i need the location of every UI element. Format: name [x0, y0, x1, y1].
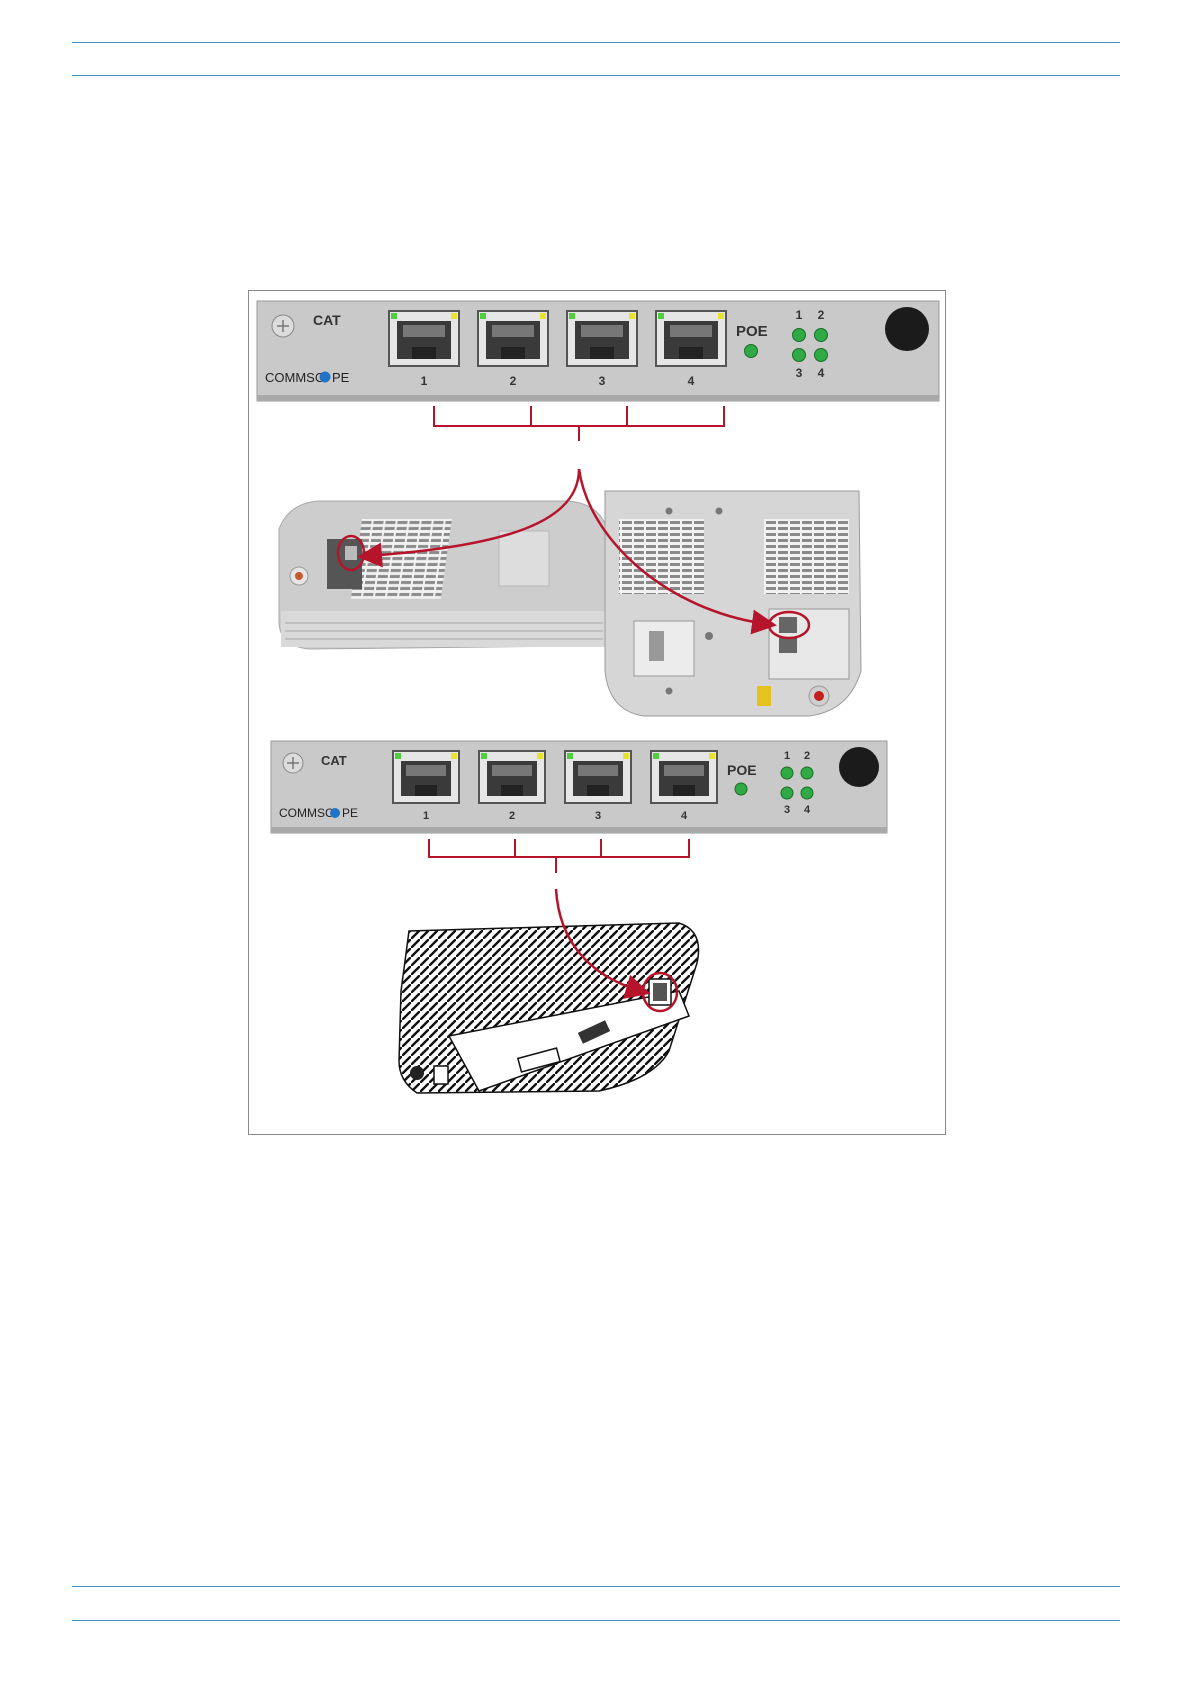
status-led-icon-4 — [801, 787, 813, 799]
wall-unit-right-photo — [605, 491, 861, 716]
screw-icon — [272, 315, 294, 337]
status-led-icon-1 — [781, 767, 793, 779]
port-label-2: 2 — [510, 374, 517, 388]
port-label-4: 4 — [688, 374, 695, 388]
footer-rule-bottom — [72, 1620, 1120, 1621]
commscope-logo-dot-icon — [330, 808, 340, 818]
commscope-logo-dot-icon — [320, 372, 331, 383]
status-led-icon-3 — [781, 787, 793, 799]
header-rule-top — [72, 42, 1120, 43]
rj45-port-1 — [389, 311, 459, 366]
screw-icon — [283, 753, 303, 773]
led-label-3: 3 — [796, 366, 803, 380]
knob-icon — [839, 747, 879, 787]
cat-label: CAT — [321, 753, 347, 768]
cat-panel-bottom: CAT COMMSC PE — [271, 741, 887, 833]
led-label-1: 1 — [796, 308, 803, 322]
poe-label: POE — [736, 323, 768, 340]
rj45-port-2 — [479, 751, 545, 803]
status-led-icon-1 — [793, 329, 806, 342]
rj45-port-4 — [651, 751, 717, 803]
cat-panel-top: CAT COMMSC PE — [257, 301, 939, 401]
commscope-logo-left: COMMSC — [279, 806, 334, 820]
connection-figure: CAT COMMSC PE — [248, 290, 946, 1135]
status-led-icon-2 — [801, 767, 813, 779]
connection-diagram: CAT COMMSC PE — [249, 291, 947, 1136]
port-label-1: 1 — [421, 374, 428, 388]
knob-icon — [885, 307, 929, 351]
ceiling-unit-left-photo — [279, 501, 611, 649]
cat-label: CAT — [313, 312, 341, 328]
port-bracket-bottom — [429, 839, 689, 873]
led-label-1: 1 — [784, 750, 790, 762]
poe-label: POE — [727, 762, 757, 778]
rj45-port-1 — [393, 751, 459, 803]
footer-rule-top — [72, 1586, 1120, 1587]
poe-led-icon — [745, 345, 758, 358]
led-label-3: 3 — [784, 804, 790, 816]
port-label-4: 4 — [681, 810, 688, 822]
port-bracket-top — [434, 406, 724, 441]
led-label-2: 2 — [818, 308, 825, 322]
rj45-port-4 — [656, 311, 726, 366]
led-label-4: 4 — [818, 366, 825, 380]
port-label-2: 2 — [509, 810, 515, 822]
commscope-logo-left: COMMSC — [265, 370, 324, 385]
header-rule-bottom — [72, 75, 1120, 76]
led-label-2: 2 — [804, 750, 810, 762]
rj45-port-2 — [478, 311, 548, 366]
status-led-icon-4 — [815, 349, 828, 362]
led-label-4: 4 — [804, 804, 811, 816]
poe-led-icon — [735, 783, 747, 795]
rj45-port-3 — [565, 751, 631, 803]
commscope-logo-right: PE — [342, 806, 358, 820]
commscope-logo-right: PE — [332, 370, 350, 385]
status-led-icon-2 — [815, 329, 828, 342]
port-label-3: 3 — [599, 374, 606, 388]
outdoor-unit-drawing — [399, 923, 699, 1093]
rj45-port-3 — [567, 311, 637, 366]
status-led-icon-3 — [793, 349, 806, 362]
port-label-3: 3 — [595, 810, 601, 822]
port-label-1: 1 — [423, 810, 429, 822]
